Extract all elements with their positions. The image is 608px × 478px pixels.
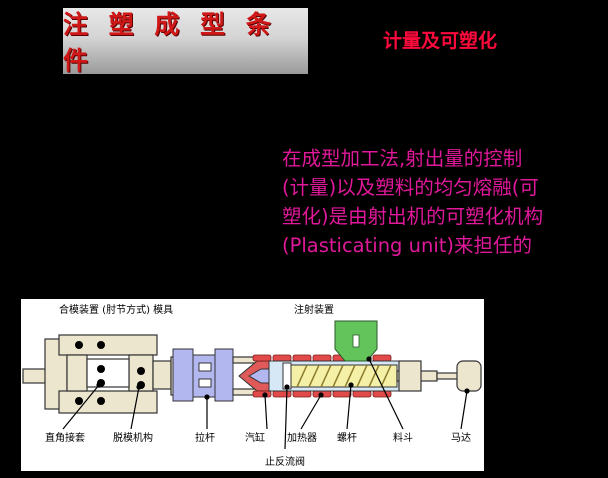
screw-label: 螺杆 <box>337 432 357 444</box>
clamping-unit-label: 合模装置 (肘节方式) 模具 <box>59 303 173 316</box>
hopper <box>334 320 378 362</box>
body-line-1: 在成型加工法,射出量的控制 <box>282 147 523 170</box>
body-line-2: (计量)以及塑料的均匀熔融(可 <box>282 176 539 199</box>
hopper-label: 料斗 <box>393 431 413 444</box>
injection-machine-diagram: 合模装置 (肘节方式) 模具 注射装置 <box>21 299 484 471</box>
right-angle-joint-label: 直角接套 <box>45 431 85 444</box>
check-valve-label: 止反流阀 <box>265 455 305 468</box>
leader-lines <box>62 356 470 450</box>
ejector-mechanism-label: 脱模机构 <box>113 431 153 444</box>
nozzle <box>238 360 270 392</box>
body-line-4: (Plasticating unit)来担任的 <box>282 234 533 257</box>
heater-label: 加热器 <box>287 431 317 444</box>
motor <box>456 360 482 392</box>
slide-subtitle: 计量及可塑化 <box>383 30 498 52</box>
body-line-3: 塑化)是由射出机的可塑化机构 <box>282 205 544 228</box>
screw <box>290 364 398 388</box>
drive <box>396 360 482 392</box>
slide-title: 注 塑 成 型 条 件 <box>63 10 277 75</box>
title-box: 注 塑 成 型 条 件 <box>63 8 308 75</box>
tie-bar-label: 拉杆 <box>195 431 215 444</box>
mold <box>172 348 234 402</box>
motor-label: 马达 <box>451 432 471 444</box>
body-paragraph: 在成型加工法,射出量的控制 (计量)以及塑料的均匀熔融(可 塑化)是由射出机的可… <box>282 144 598 260</box>
injection-unit-label: 注射装置 <box>294 303 334 316</box>
machine-svg: 合模装置 (肘节方式) 模具 注射装置 <box>22 303 482 468</box>
cylinder-label: 汽缸 <box>245 431 265 444</box>
clamping-frame <box>22 334 180 414</box>
